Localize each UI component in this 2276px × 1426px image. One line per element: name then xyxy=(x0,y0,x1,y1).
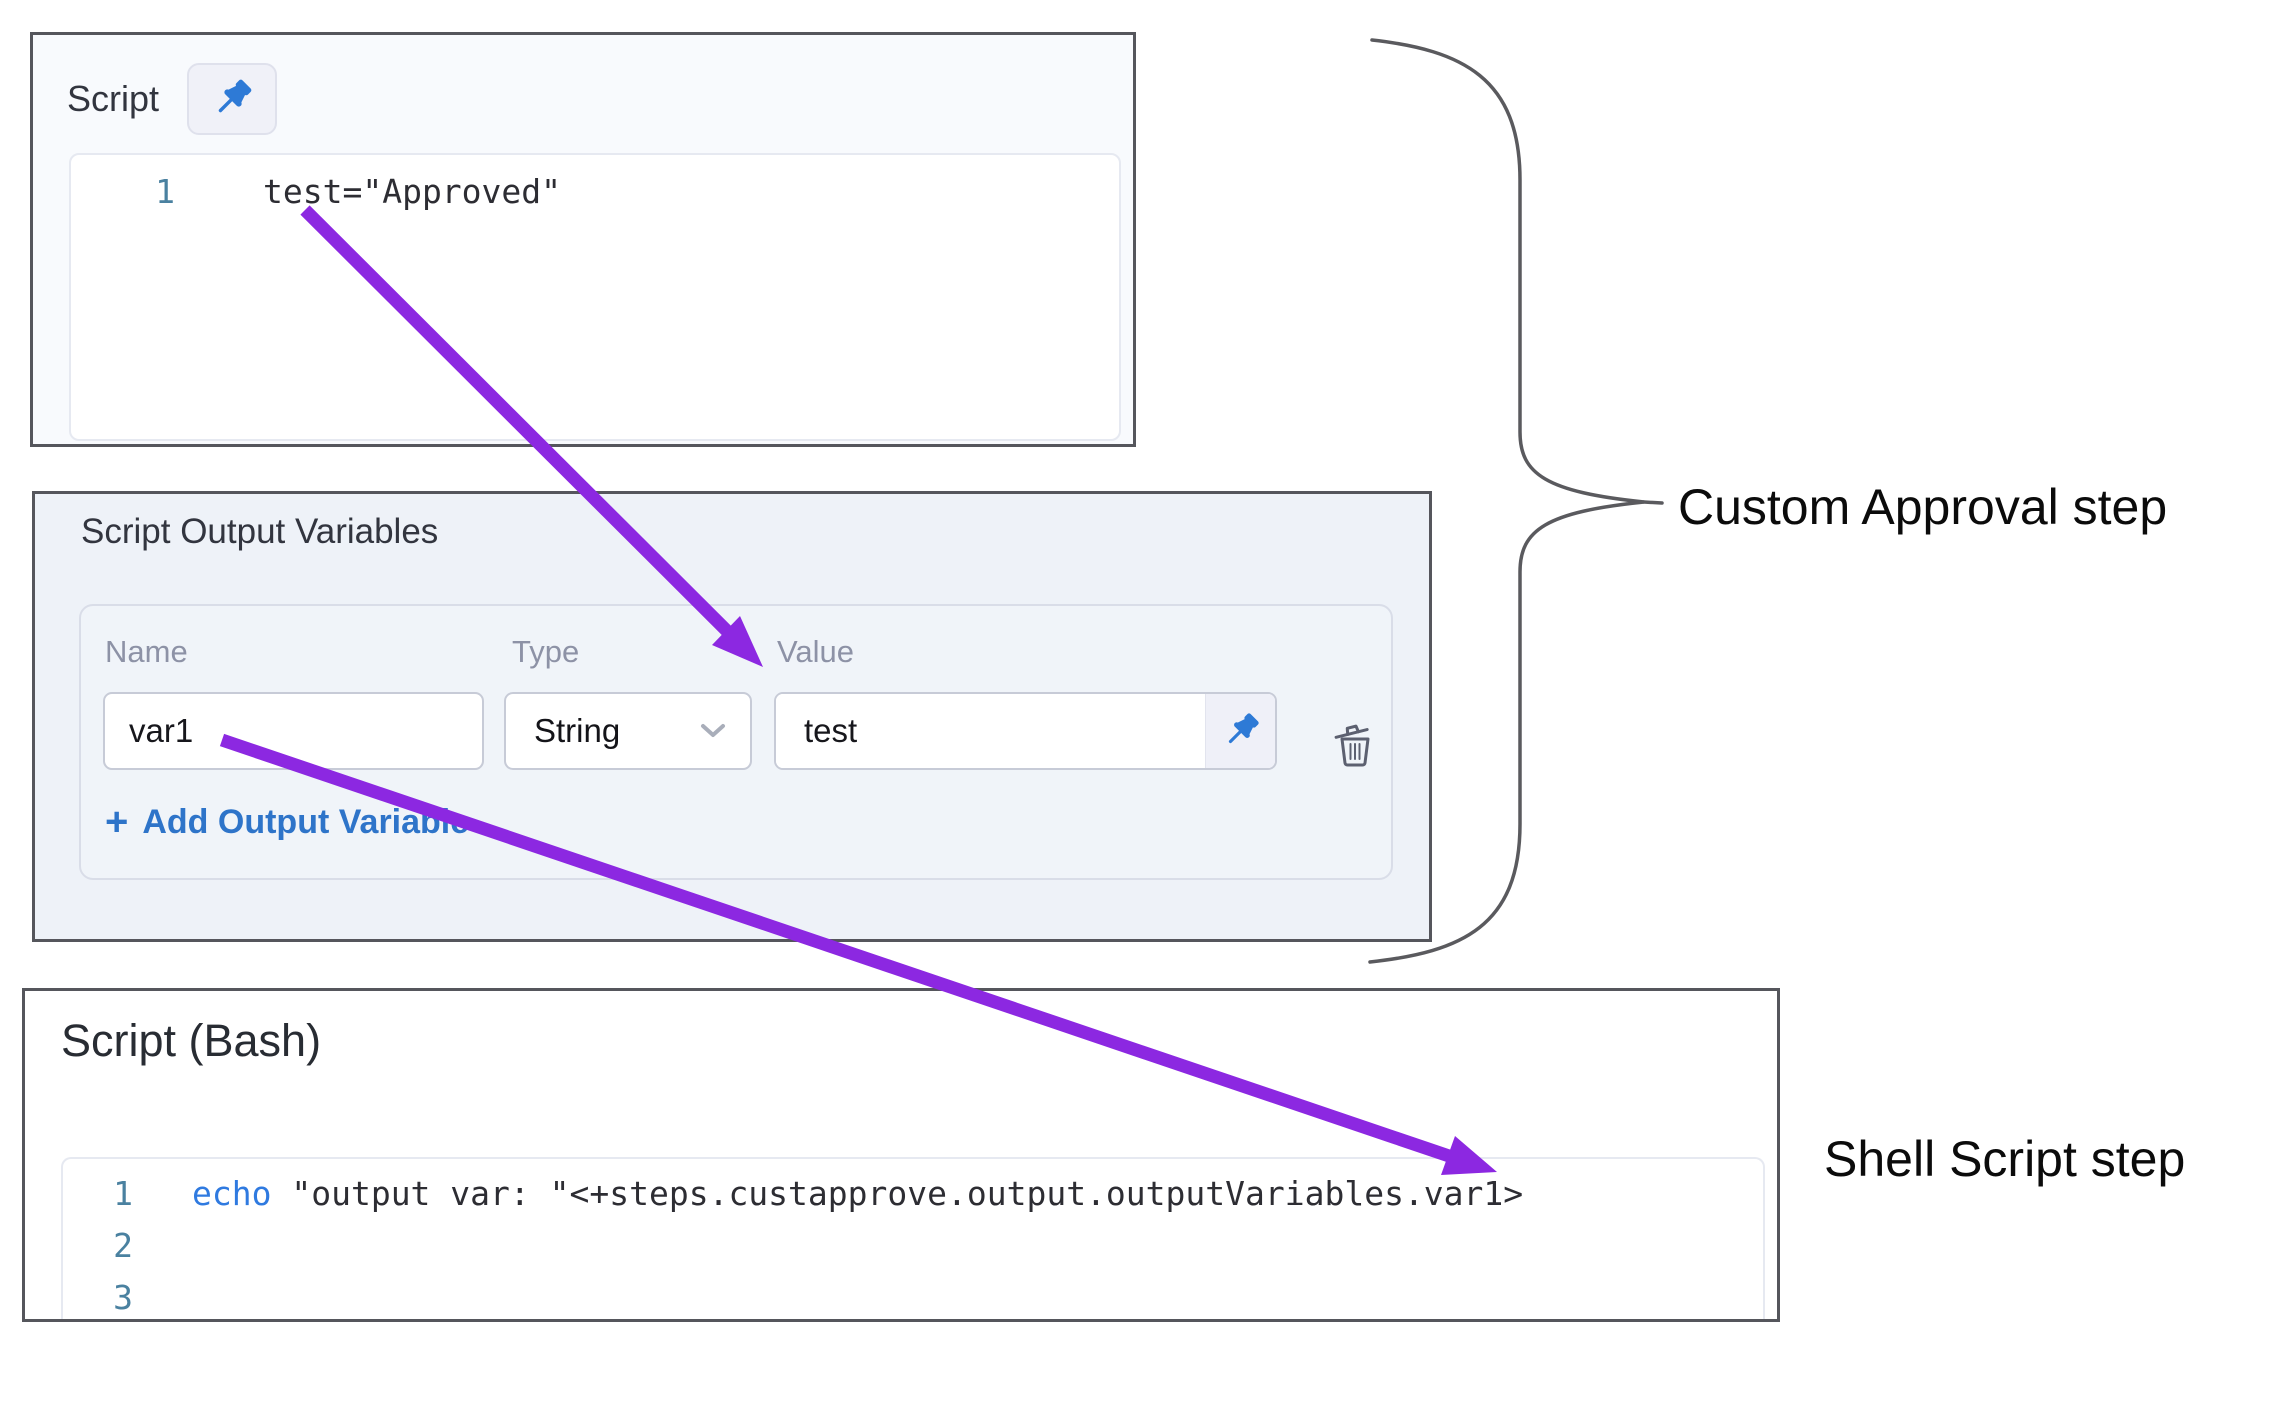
add-output-variable-link[interactable]: + Add Output Variable xyxy=(105,802,469,842)
pin-button[interactable] xyxy=(187,63,278,135)
code-text: echo "output var: "<+steps.custapprove.o… xyxy=(192,1174,1523,1213)
script-output-variables-panel: Script Output Variables Name Type Value … xyxy=(32,491,1432,942)
column-label-name: Name xyxy=(105,634,188,669)
variable-type-select[interactable]: String xyxy=(504,692,752,770)
line-number: 2 xyxy=(113,1225,133,1265)
column-label-value: Value xyxy=(777,634,854,669)
code-text: test="Approved" xyxy=(263,171,562,211)
trash-icon xyxy=(1327,702,1383,767)
variable-name-input[interactable] xyxy=(103,692,484,770)
value-pin-button[interactable] xyxy=(1205,694,1275,768)
line-number: 3 xyxy=(113,1277,133,1317)
pushpin-icon xyxy=(209,76,255,122)
selected-type-value: String xyxy=(534,712,621,749)
script-code-editor[interactable]: 1 test="Approved" xyxy=(69,153,1121,441)
column-label-type: Type xyxy=(512,634,580,669)
line-number: 1 xyxy=(113,1173,133,1213)
output-variables-box: Name Type Value String test xyxy=(79,604,1393,880)
plus-icon: + xyxy=(105,800,129,844)
delete-variable-button[interactable] xyxy=(1325,702,1385,767)
line-number: 1 xyxy=(155,171,175,211)
value-input-text: test xyxy=(776,694,1205,768)
curly-brace-nub xyxy=(1642,500,1664,505)
bash-code-editor[interactable]: 1 echo "output var: "<+steps.custapprove… xyxy=(61,1157,1765,1319)
script-panel-header: Script xyxy=(67,63,278,135)
variable-value-input[interactable]: test xyxy=(774,692,1277,770)
code-line: 3 xyxy=(63,1271,1763,1319)
script-panel-title: Script xyxy=(67,78,160,119)
script-bash-title: Script (Bash) xyxy=(61,1015,322,1066)
add-output-variable-label: Add Output Variable xyxy=(142,802,470,841)
code-line: 1 test="Approved" xyxy=(71,165,1119,217)
script-bash-panel: Script (Bash) 1 echo "output var: "<+ste… xyxy=(22,988,1780,1322)
script-panel: Script 1 test="Approved" xyxy=(30,32,1136,447)
custom-approval-label: Custom Approval step xyxy=(1678,479,2168,535)
code-line: 1 echo "output var: "<+steps.custapprove… xyxy=(63,1167,1763,1219)
shell-script-label: Shell Script step xyxy=(1824,1131,2186,1187)
pushpin-icon xyxy=(1220,710,1262,752)
output-variables-title: Script Output Variables xyxy=(81,512,439,551)
bash-code-rest: "output var: "<+steps.custapprove.output… xyxy=(271,1173,1524,1213)
bash-keyword: echo xyxy=(192,1173,272,1213)
code-line: 2 xyxy=(63,1219,1763,1271)
chevron-down-icon xyxy=(700,723,726,739)
